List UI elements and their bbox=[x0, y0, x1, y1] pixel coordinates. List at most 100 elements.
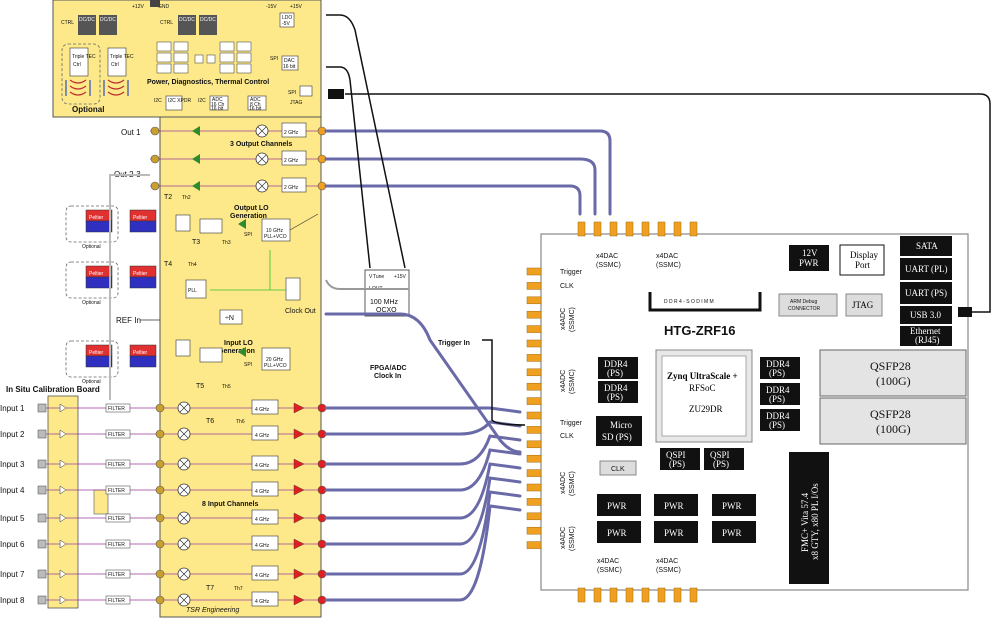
clk-button bbox=[599, 460, 637, 476]
cable bbox=[324, 448, 522, 492]
input-filter bbox=[105, 539, 131, 549]
svg-text:(PS): (PS) bbox=[713, 459, 729, 469]
svg-text:ADC: ADC bbox=[212, 97, 223, 103]
temp-sensors: T2 Th2 T3 Th3 T4 Th4 T5 Th5 T6 Th6 T7 Th… bbox=[164, 194, 245, 592]
ddr4-right: DDR4 (PS) DDR4 (PS) DDR4 (PS) bbox=[760, 357, 800, 431]
svg-text:Port: Port bbox=[855, 260, 871, 270]
adc-connector bbox=[526, 267, 542, 276]
svg-text:x4ADC: x4ADC bbox=[560, 370, 567, 392]
adc-connector bbox=[526, 498, 542, 506]
input-filter bbox=[105, 513, 131, 523]
input-filter bbox=[105, 403, 131, 413]
svg-text:-5V: -5V bbox=[282, 21, 290, 27]
cable bbox=[324, 504, 522, 602]
output-filter-label: 2 GHz bbox=[284, 130, 299, 136]
pwr12-block bbox=[789, 245, 829, 271]
svg-text:DC/DC: DC/DC bbox=[179, 17, 195, 23]
ref-in-label: REF In bbox=[116, 316, 141, 325]
cable bbox=[324, 157, 597, 216]
output-amp bbox=[192, 181, 200, 191]
input-connector bbox=[155, 513, 165, 523]
svg-text:DDR4: DDR4 bbox=[604, 359, 628, 369]
svg-text:CONNECTOR: CONNECTOR bbox=[788, 306, 821, 312]
input-lpf-label: 4 GHz bbox=[255, 489, 270, 495]
svg-text:16 bit: 16 bit bbox=[211, 106, 224, 112]
output-filter-label: 2 GHz bbox=[284, 158, 299, 164]
dac-connector-top bbox=[689, 221, 698, 237]
svg-text:Th5: Th5 bbox=[222, 384, 231, 390]
adc-connector bbox=[526, 296, 542, 305]
svg-text:(PS): (PS) bbox=[669, 459, 685, 469]
peltier-optional: Optional bbox=[82, 244, 101, 250]
output-connector bbox=[150, 154, 160, 164]
lo-amp-in bbox=[238, 347, 246, 357]
output-lo-gen: 10 GHz PLL+VCO SPI bbox=[175, 213, 319, 242]
adc-connector bbox=[526, 282, 542, 290]
svg-text:T3: T3 bbox=[192, 239, 200, 246]
adc-connector bbox=[526, 310, 542, 319]
svg-text:V: V bbox=[369, 274, 373, 280]
svg-text:x4DAC: x4DAC bbox=[596, 253, 618, 260]
dac-connector-top bbox=[625, 221, 634, 237]
svg-text:Ethernet: Ethernet bbox=[910, 326, 941, 336]
pwr-block bbox=[597, 494, 641, 516]
pwr-label: PWR bbox=[664, 528, 684, 538]
svg-text:Display: Display bbox=[850, 250, 878, 260]
svg-text:(100G): (100G) bbox=[876, 422, 911, 436]
input-sma bbox=[37, 429, 47, 439]
input-label: Input 1 bbox=[0, 404, 25, 413]
tune-cable bbox=[326, 66, 371, 269]
svg-text:8 Ch: 8 Ch bbox=[250, 102, 261, 108]
peltier-label: Peltier bbox=[89, 350, 104, 356]
svg-text:(100G): (100G) bbox=[876, 374, 911, 388]
input-connector bbox=[155, 539, 165, 549]
dac-connector-bottom bbox=[641, 587, 650, 603]
svg-text:UART (PS): UART (PS) bbox=[905, 288, 947, 298]
output-connector bbox=[150, 181, 160, 191]
svg-text:SPI: SPI bbox=[288, 90, 296, 96]
zynq-rfsoc: Zynq UltraScale + RFSoC ZU29DR bbox=[655, 349, 753, 443]
input-filter bbox=[105, 459, 131, 469]
svg-text:QSFP28: QSFP28 bbox=[870, 359, 911, 373]
cal-switch bbox=[59, 539, 67, 549]
input-connector bbox=[155, 403, 165, 413]
input-filter bbox=[105, 569, 131, 579]
qsfp-b: QSFP28 (100G) bbox=[819, 397, 967, 445]
svg-text:16 Ch: 16 Ch bbox=[211, 102, 225, 108]
adc-connector bbox=[526, 469, 542, 477]
main-board: 3 Output Channels Output LO Generation I… bbox=[159, 116, 322, 618]
adc-connector bbox=[526, 368, 542, 377]
i2c-xpdr: I2C I2C XPDR bbox=[154, 95, 191, 111]
input-filter-label: FILTER bbox=[108, 516, 125, 522]
io-stack: SATA UART (PL) UART (PS) USB 3.0 Etherne… bbox=[900, 236, 952, 346]
svg-text:(SSMC): (SSMC) bbox=[569, 369, 576, 394]
svg-text:(SSMC): (SSMC) bbox=[569, 526, 576, 551]
svg-text:x4DAC: x4DAC bbox=[597, 558, 619, 565]
peltier-label: Peltier bbox=[133, 215, 148, 221]
svg-text:(PS): (PS) bbox=[769, 368, 785, 378]
clock-splitter bbox=[285, 277, 301, 301]
svg-text:Ctrl: Ctrl bbox=[111, 62, 119, 68]
input-channels-label: 8 Input Channels bbox=[202, 501, 259, 508]
peltier-cold bbox=[129, 276, 157, 289]
pwr-label: PWR bbox=[607, 528, 627, 538]
peltier-label: Peltier bbox=[89, 271, 104, 277]
svg-text:12V: 12V bbox=[802, 248, 818, 258]
input-amp bbox=[293, 458, 305, 470]
dac-connector-top bbox=[577, 221, 586, 237]
svg-text:CLK: CLK bbox=[560, 433, 574, 440]
dac-connector-top bbox=[609, 221, 618, 237]
adc-connector bbox=[526, 382, 542, 391]
clock-section: PLL ÷N REF In Clock Out bbox=[116, 250, 316, 325]
adc-connector bbox=[526, 483, 542, 492]
svg-text:QSFP28: QSFP28 bbox=[870, 407, 911, 421]
display-port bbox=[839, 244, 885, 276]
svg-text:T6: T6 bbox=[206, 418, 214, 425]
svg-text:Triple TEC: Triple TEC bbox=[110, 54, 134, 60]
pwr-block bbox=[654, 494, 698, 516]
svg-text:CLK: CLK bbox=[611, 466, 625, 473]
svg-text:Th7: Th7 bbox=[234, 586, 243, 592]
input-amp bbox=[293, 484, 305, 496]
qspi: QSPI (PS) QSPI (PS) bbox=[660, 448, 744, 470]
